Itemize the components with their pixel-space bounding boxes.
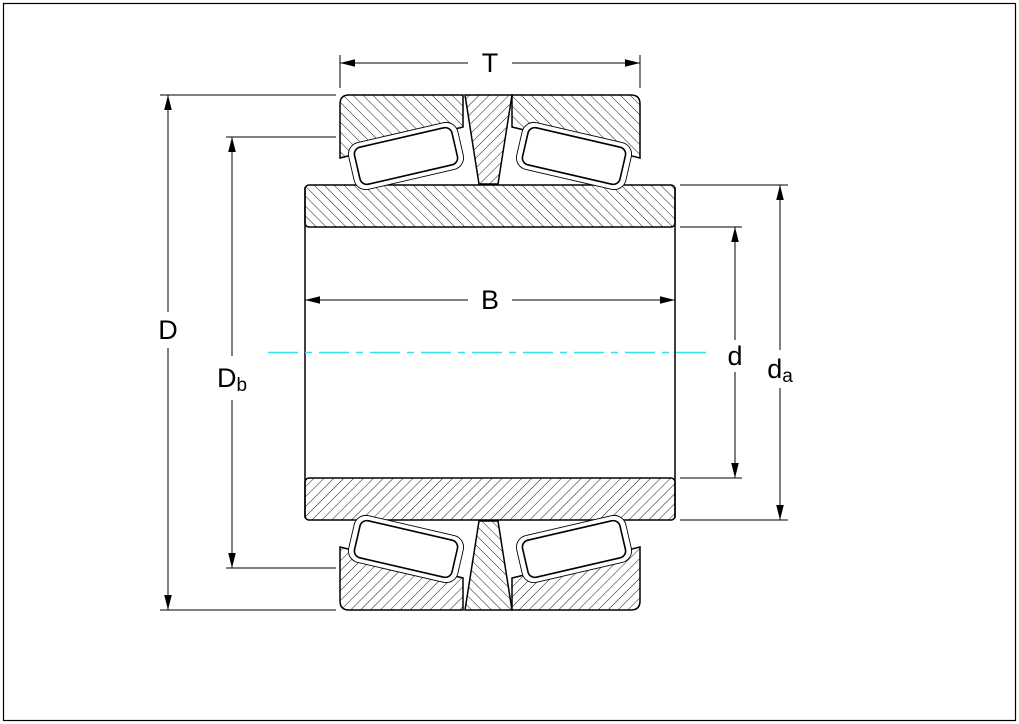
roller-bottom-left-body — [353, 519, 459, 579]
dimension-label-T: T — [482, 48, 499, 78]
dimension-B: B — [305, 285, 675, 315]
arrowhead — [228, 137, 236, 152]
arrowhead — [305, 296, 320, 304]
dimension-label-d: d — [727, 341, 742, 371]
roller-top-left-body — [353, 126, 459, 186]
dimension-D: D — [158, 94, 336, 611]
arrowhead — [625, 59, 640, 67]
arrowhead — [731, 227, 739, 242]
roller-bottom-left — [347, 514, 465, 584]
dimension-Db: Db — [217, 136, 336, 569]
arrowhead — [660, 296, 675, 304]
arrowhead — [340, 59, 355, 67]
inner-ring-top — [304, 184, 676, 228]
arrowhead — [164, 595, 172, 610]
spacer-top — [464, 94, 513, 185]
arrowhead — [776, 505, 784, 520]
arrowhead — [731, 463, 739, 478]
spacer-bottom — [464, 520, 513, 611]
inner-ring — [304, 184, 676, 521]
dimension-label-B: B — [481, 285, 499, 315]
dimension-d: d — [680, 226, 743, 479]
inner-ring-bottom — [304, 477, 676, 521]
dimension-T: T — [339, 48, 641, 88]
roller-bottom-right — [515, 514, 633, 584]
dimension-label-D: D — [158, 315, 178, 345]
roller-top-right — [515, 121, 633, 191]
arrowhead — [776, 185, 784, 200]
arrowhead — [164, 95, 172, 110]
roller-top-right-body — [521, 126, 627, 186]
dimension-label-Db: Db — [217, 363, 247, 396]
roller-top-left — [347, 121, 465, 191]
arrowhead — [228, 553, 236, 568]
dimension-da: da — [680, 184, 793, 521]
dimension-label-da: da — [767, 354, 793, 387]
outer-ring-bottom — [339, 520, 641, 611]
roller-bottom-right-body — [521, 519, 627, 579]
